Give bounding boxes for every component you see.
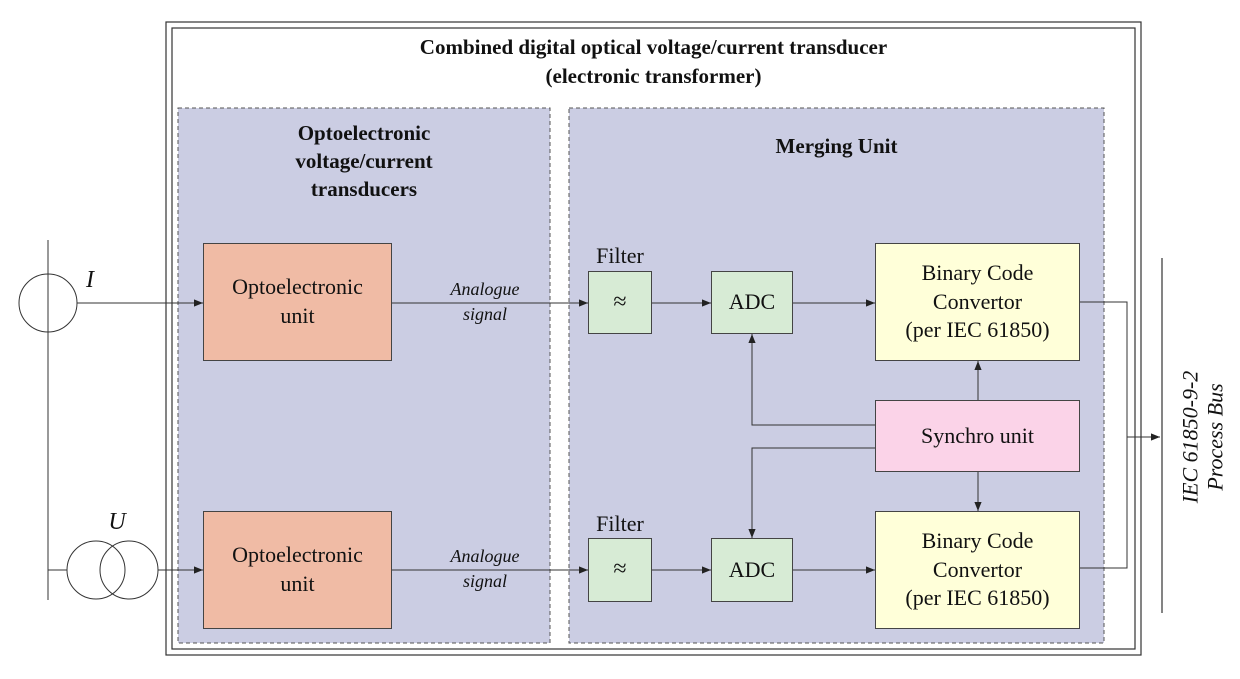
convertor-top-line2: Convertor: [932, 288, 1023, 314]
convertor-top-line1: Binary Code: [921, 260, 1034, 286]
merging-unit-title: Merging Unit: [775, 134, 898, 158]
voltage-transformer-coil-1: [66, 540, 126, 600]
optoelectronic-unit-top-line1: Optoelectronic: [232, 274, 363, 300]
convertor-bottom-line3: (per IEC 61850): [905, 585, 1050, 611]
synchro-unit: Synchro unit: [875, 400, 1080, 472]
synchro-unit-label: Synchro unit: [920, 422, 1035, 448]
optoelectronic-unit-bottom: Optoelectronic unit: [203, 511, 392, 629]
binary-code-convertor-bottom: Binary Code Convertor (per IEC 61850): [875, 511, 1080, 629]
optoelectronic-panel-title-line1: Optoelectronic: [297, 121, 431, 145]
converter-bottom-output-line: [1080, 437, 1128, 569]
synchro-to-adc-bottom-line: [748, 447, 875, 538]
current-label: I: [86, 267, 94, 293]
process-bus-line2: Process Bus: [1203, 383, 1228, 491]
convertor-bottom-line1: Binary Code: [921, 528, 1034, 554]
filter-label-top: Filter: [596, 243, 644, 268]
analogue-signal-label-top-line2: signal: [462, 304, 507, 324]
process-bus-label-rotated: IEC 61850-9-2 Process Bus: [1178, 257, 1229, 617]
analogue-signal-label-bottom-line1: Analogue: [450, 546, 520, 566]
optoelectronic-panel-title-line2: voltage/current: [295, 149, 433, 173]
analogue-signal-label-top-line1: Analogue: [450, 279, 520, 299]
adc-block-bottom: ADC: [711, 538, 793, 602]
diagram-title-line2: (electronic transformer): [545, 64, 762, 88]
filter-block-bottom: ≈: [588, 538, 652, 602]
synchro-to-adc-top-line: [748, 334, 875, 426]
analogue-signal-label-bottom-line2: signal: [462, 571, 507, 591]
optoelectronic-unit-bottom-line2: unit: [280, 571, 315, 596]
optoelectronic-unit-top: Optoelectronic unit: [203, 243, 392, 361]
adc-block-top: ADC: [711, 271, 793, 334]
convertor-bottom-line2: Convertor: [932, 556, 1023, 582]
converter-top-output-line: [1080, 301, 1128, 437]
optoelectronic-unit-top-line2: unit: [280, 303, 315, 328]
filter-symbol-top: ≈: [613, 288, 627, 315]
process-bus-label: IEC 61850-9-2 Process Bus: [1178, 257, 1228, 617]
voltage-label: U: [108, 509, 126, 535]
optoelectronic-unit-bottom-line1: Optoelectronic: [232, 542, 363, 568]
filter-symbol-bottom: ≈: [613, 556, 627, 583]
voltage-transformer-coil-2: [99, 540, 159, 600]
filter-label-bottom: Filter: [596, 511, 644, 536]
convertor-top-line3: (per IEC 61850): [905, 317, 1050, 343]
adc-label-bottom: ADC: [728, 556, 776, 582]
adc-label-top: ADC: [728, 289, 776, 315]
binary-code-convertor-top: Binary Code Convertor (per IEC 61850): [875, 243, 1080, 361]
process-bus-line1: IEC 61850-9-2: [1177, 370, 1203, 504]
filter-block-top: ≈: [588, 271, 652, 334]
diagram-title-line1: Combined digital optical voltage/current…: [419, 35, 888, 59]
optoelectronic-panel-title-line3: transducers: [310, 177, 418, 201]
